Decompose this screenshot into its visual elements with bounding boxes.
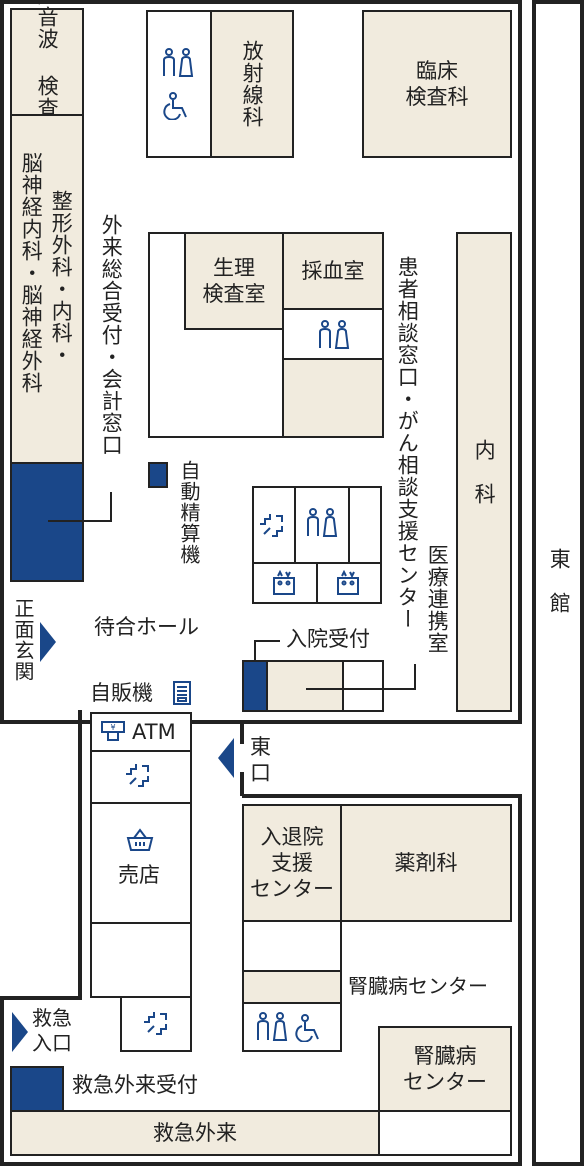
room-physiology-lab[interactable]: 生理 検査室: [184, 232, 284, 330]
emergency-reception-label: 救急外来受付: [72, 1073, 198, 1097]
room-blood-draw[interactable]: 採血室: [282, 232, 384, 310]
room-pharmacy-label: 薬剤科: [394, 850, 458, 875]
room-blood-draw-label: 採血室: [301, 258, 365, 283]
east-building-wall: [532, 0, 584, 1166]
admission-pointer-v: [254, 640, 256, 662]
room-ultrasound[interactable]: 超音波 検査室: [10, 0, 84, 141]
stairs-room-2[interactable]: [90, 750, 192, 804]
lower-wing-wall-6: [242, 794, 522, 798]
admission-counter[interactable]: [242, 660, 268, 712]
arrow-left-icon: [218, 738, 234, 778]
atm-icon[interactable]: ¥: [100, 720, 126, 742]
east-building-label: 東 館: [547, 548, 572, 614]
reception-pointer-v: [110, 492, 112, 522]
main-entrance-label: 正面玄関: [11, 598, 35, 682]
admission-reception-label: 入院受付: [286, 627, 370, 651]
room-storage-middle: [282, 358, 384, 438]
restroom-icon: [160, 48, 196, 78]
liaison-pointer-v: [414, 664, 416, 690]
room-radiology[interactable]: 放射線科: [210, 10, 294, 158]
shopping-basket-icon: [126, 828, 154, 852]
vending-machine-label: 自販機: [90, 681, 153, 705]
vending-machine-icon[interactable]: [172, 680, 192, 706]
divider-v2: [348, 486, 350, 564]
lower-wing-wall-8: [240, 720, 244, 744]
east-entrance-label: 東口: [250, 735, 271, 786]
kidney-center-desk: [242, 970, 342, 1004]
admission-pointer-h: [254, 640, 280, 642]
storage-lower-left: [90, 922, 192, 998]
divider-v1: [294, 486, 296, 564]
reception-pointer-h: [48, 520, 112, 522]
svg-text:¥: ¥: [110, 723, 115, 732]
lower-wing-wall-5: [518, 794, 522, 1166]
restroom-radiology: [146, 10, 212, 158]
lower-wing-wall-4: [0, 1162, 522, 1166]
elevator-icon[interactable]: [272, 570, 296, 596]
room-clinical-lab-label: 臨床 検査科: [405, 58, 469, 109]
auto-payment-machine[interactable]: [148, 462, 168, 488]
elevator-icon-2[interactable]: [336, 570, 360, 596]
storage-bottom-right: [378, 1110, 512, 1156]
lower-wing-wall-2: [0, 996, 82, 1000]
wheelchair-icon-2: [294, 1014, 322, 1042]
medical-liaison-label: 医療連携室: [425, 544, 450, 654]
lower-wing-wall-9: [240, 772, 244, 796]
wheelchair-icon: [162, 92, 190, 120]
waiting-hall-label: 待合ホール: [94, 615, 199, 639]
shop-label: 売店: [118, 863, 160, 887]
admission-side: [342, 660, 384, 712]
shop-room[interactable]: [90, 802, 192, 924]
storage-lower-right: [242, 920, 342, 972]
room-internal-label: 内 科: [472, 439, 497, 505]
room-radiology-label: 放射線科: [240, 40, 265, 128]
lower-wing-wall: [78, 710, 82, 1000]
room-neuro-label: 脳神経内科・脳神経外科: [19, 152, 44, 394]
room-clinical-lab[interactable]: 臨床 検査科: [362, 10, 512, 158]
room-neuro-ortho[interactable]: [10, 114, 84, 464]
room-emergency-label: 救急外来: [153, 1120, 237, 1145]
stairs-icon[interactable]: [258, 512, 288, 538]
emergency-entrance-label: 救急入口: [32, 1006, 72, 1055]
consultation-label: 患者相談窓口・がん相談支援センター: [395, 256, 420, 630]
room-ortho-label: 整形外科・内科・: [49, 190, 74, 366]
divider-v3: [316, 562, 318, 604]
room-admission-center[interactable]: 入退院 支援 センター: [242, 804, 342, 922]
kidney-center-label: 腎臓病センター: [348, 974, 488, 998]
arrow-right-icon-2: [12, 1012, 28, 1052]
restroom-icon-2: [316, 320, 352, 350]
restroom-icon-4: [254, 1012, 290, 1042]
stairs-room-3[interactable]: [120, 996, 192, 1052]
lower-wing-wall-3: [0, 996, 4, 1166]
room-admission-center-label: 入退院 支援 センター: [250, 824, 334, 902]
room-physiology-label: 生理 検査室: [202, 255, 266, 306]
stairs-icon-2[interactable]: [124, 762, 154, 788]
room-kidney-center-label: 腎臓病 センター: [403, 1043, 487, 1094]
arrow-right-icon: [40, 622, 56, 662]
atm-label: ATM: [132, 720, 176, 744]
room-internal-medicine[interactable]: 内 科: [456, 232, 512, 712]
emergency-reception-counter[interactable]: [10, 1066, 64, 1112]
room-pharmacy[interactable]: 薬剤科: [340, 804, 512, 922]
liaison-pointer-h: [306, 688, 416, 690]
reception-accounting-label: 外来総合受付・会計窓口: [99, 214, 124, 456]
stairs-icon-3[interactable]: [142, 1010, 172, 1036]
auto-payment-label: 自動精算機: [177, 460, 201, 565]
room-emergency-outpatient[interactable]: 救急外来: [10, 1110, 380, 1156]
admission-desk: [266, 660, 344, 712]
lower-wing-wall-7: [242, 720, 522, 724]
reception-counter-main[interactable]: [10, 462, 84, 582]
restroom-icon-3: [304, 508, 340, 538]
room-kidney-center[interactable]: 腎臓病 センター: [378, 1026, 512, 1112]
